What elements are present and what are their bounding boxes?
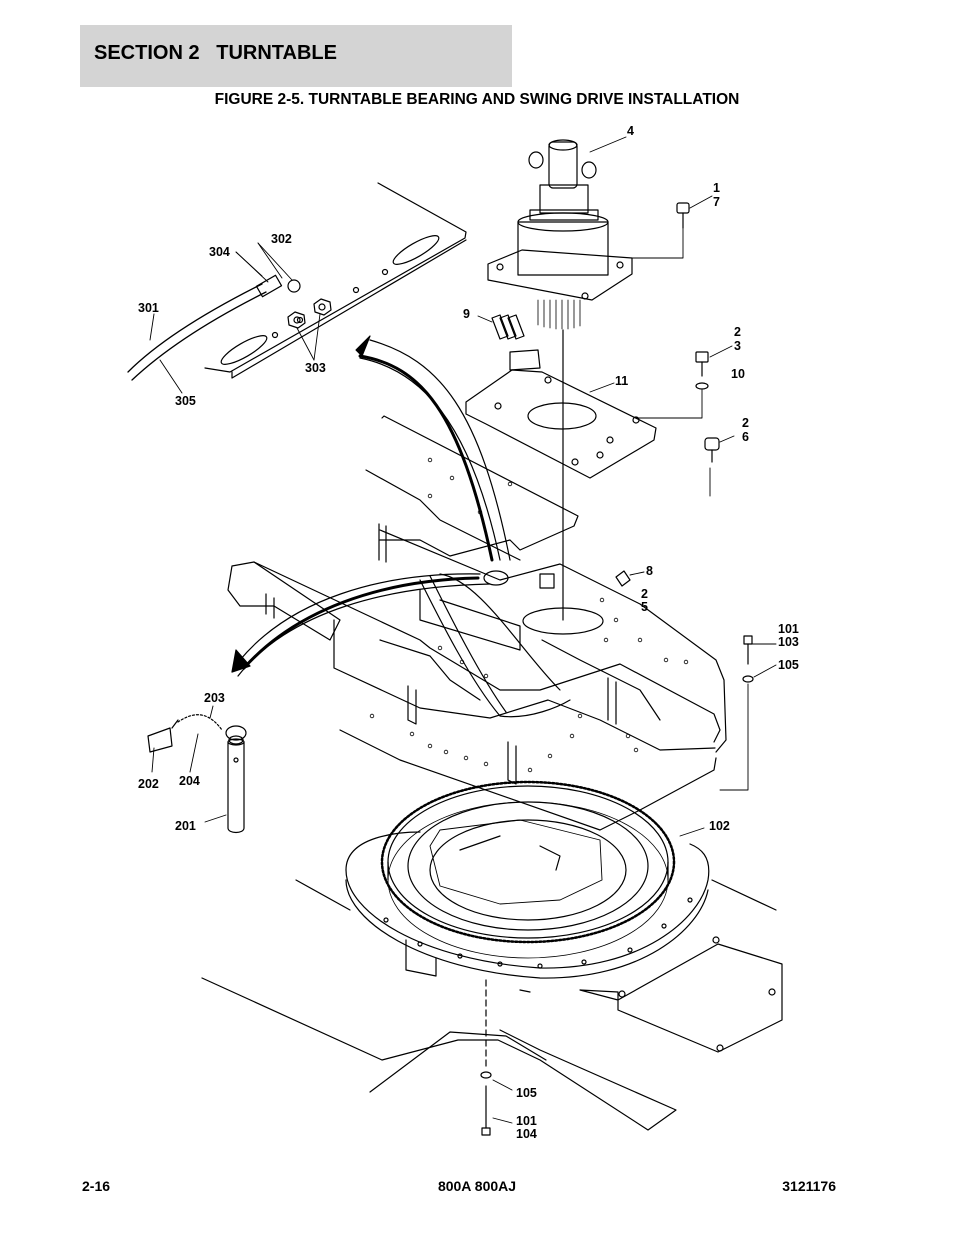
callout-103: 103 [778, 635, 799, 649]
callout-101-lower: 101 [516, 1114, 537, 1128]
callout-204: 204 [179, 774, 200, 788]
callout-9: 9 [463, 307, 470, 321]
shims-9 [491, 314, 525, 340]
callout-10: 10 [731, 367, 745, 381]
callout-104: 104 [516, 1127, 537, 1141]
callout-5: 5 [641, 600, 648, 614]
callout-303: 303 [305, 361, 326, 375]
callout-305: 305 [175, 394, 196, 408]
frame-base [201, 831, 783, 1131]
rotation-arrow-lower [231, 573, 491, 677]
callout-4: 4 [627, 124, 634, 138]
callout-202: 202 [138, 777, 159, 791]
callout-105-upper: 105 [778, 658, 799, 672]
bolt-2-5 [615, 570, 631, 587]
callout-105-lower: 105 [516, 1086, 537, 1100]
swing-drive-assembly [487, 139, 633, 330]
callout-302: 302 [271, 232, 292, 246]
callout-3: 3 [734, 339, 741, 353]
callout-11: 11 [615, 374, 629, 388]
footer-doc-number: 3121176 [782, 1178, 836, 1194]
fittings-303 [287, 298, 332, 329]
footer-model: 800A 800AJ [437, 1178, 517, 1194]
weldment-holes [369, 457, 689, 773]
bolt-2-3 [695, 351, 709, 390]
callout-301: 301 [138, 301, 159, 315]
section-header: SECTION 2 TURNTABLE [80, 25, 512, 87]
bolt-101-103 [742, 635, 754, 683]
callout-2-low: 2 [641, 587, 648, 601]
swing-drive-mounting-plate [465, 349, 657, 479]
pin-assembly [147, 714, 247, 834]
callout-1: 1 [713, 181, 720, 195]
section-title: SECTION 2 TURNTABLE [94, 42, 337, 64]
callout-2-mid: 2 [742, 416, 749, 430]
callout-101-upper: 101 [778, 622, 799, 636]
callout-7: 7 [713, 195, 720, 209]
callout-102: 102 [709, 819, 730, 833]
callout-304: 304 [209, 245, 230, 259]
hydraulic-hose [127, 274, 301, 381]
callout-2-top: 2 [734, 325, 741, 339]
bolt-1-7 [676, 202, 690, 229]
leader-lines [149, 136, 777, 1124]
turntable-bearing [380, 780, 676, 959]
turntable-weldment [227, 415, 727, 831]
footer-page-number: 2-16 [82, 1178, 111, 1194]
hose-mount-rail [204, 182, 467, 379]
callout-6: 6 [742, 430, 749, 444]
bolt-2-6 [704, 437, 720, 463]
figure-title: FIGURE 2-5. TURNTABLE BEARING AND SWING … [214, 91, 740, 108]
bolt-101-104 [480, 1071, 492, 1136]
rotation-arrow-upper [355, 335, 511, 562]
callout-201: 201 [175, 819, 196, 833]
callout-8: 8 [646, 564, 653, 578]
callout-203: 203 [204, 691, 225, 705]
